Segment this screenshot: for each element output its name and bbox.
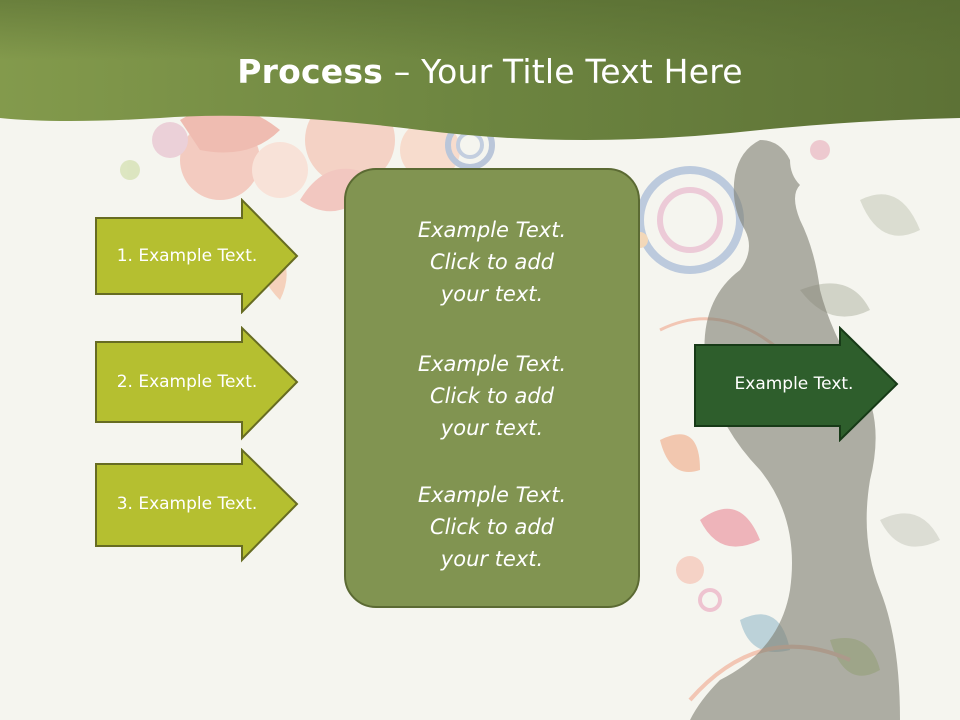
left-arrow-1[interactable]: 1. Example Text.: [95, 198, 299, 314]
right-arrow[interactable]: Example Text.: [694, 326, 900, 442]
left-arrow-label: 3. Example Text.: [116, 494, 258, 514]
paragraph-line: Click to add: [429, 250, 554, 274]
left-arrow-2[interactable]: 2. Example Text.: [95, 326, 299, 442]
arrow-shape: [95, 198, 299, 314]
title-bold: Process: [237, 52, 384, 91]
paragraph-line: Example Text.: [417, 218, 567, 242]
paragraph-line: your text.: [440, 416, 544, 440]
arrow-shape: [95, 448, 299, 563]
slide-title: Process – Your Title Text Here: [0, 52, 960, 91]
center-text-box[interactable]: Example Text. Click to add your text. Ex…: [344, 168, 640, 608]
arrow-shape: [95, 326, 299, 441]
center-paragraph-2: Example Text. Click to add your text.: [346, 348, 638, 444]
center-paragraph-1: Example Text. Click to add your text.: [346, 214, 638, 310]
left-arrow-label: 1. Example Text.: [116, 246, 258, 266]
left-arrow-label: 2. Example Text.: [116, 372, 258, 392]
center-paragraph-3: Example Text. Click to add your text.: [346, 479, 638, 575]
paragraph-line: Example Text.: [417, 483, 567, 507]
paragraph-line: your text.: [440, 547, 544, 571]
paragraph-line: Click to add: [429, 384, 554, 408]
right-arrow-label: Example Text.: [734, 374, 854, 394]
paragraph-line: Example Text.: [417, 352, 567, 376]
title-rest: – Your Title Text Here: [383, 52, 743, 91]
arrow-shape: [694, 326, 899, 442]
paragraph-line: Click to add: [429, 515, 554, 539]
paragraph-line: your text.: [440, 282, 544, 306]
left-arrow-3[interactable]: 3. Example Text.: [95, 448, 299, 564]
